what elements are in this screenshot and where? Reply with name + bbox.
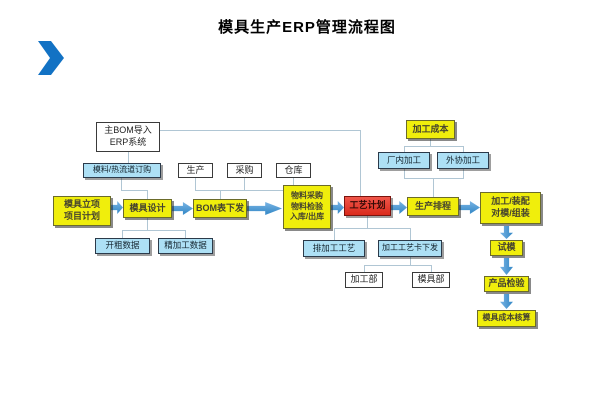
connector-line <box>293 178 294 190</box>
arrow-down-icon <box>500 226 513 239</box>
connector-line <box>121 190 148 191</box>
connector-line <box>244 178 245 190</box>
connector-line <box>364 265 365 272</box>
connector-line <box>463 169 464 179</box>
node-label-line: 开粗数据 <box>105 240 140 251</box>
node-label-line: 厂内加工 <box>386 154 421 165</box>
chevron-right-icon <box>38 41 64 75</box>
connector-line <box>430 139 431 147</box>
connector-line <box>463 146 464 152</box>
arrow-right-icon <box>391 201 407 214</box>
arrow-right-icon <box>111 201 123 214</box>
node-label-line: 加工成本 <box>412 123 449 134</box>
node-label-line: ERP系统 <box>109 137 147 147</box>
node-label-line: 对模/组装 <box>491 208 530 218</box>
connector-line <box>431 265 432 272</box>
connector-line <box>410 228 411 240</box>
node-warehouse: 仓库 <box>276 163 311 178</box>
node-inhouse-processing: 厂内加工 <box>378 152 430 169</box>
node-label-line: 试模 <box>497 242 516 253</box>
node-label-line: 生产排程 <box>414 200 451 211</box>
node-material-flow: 物料采购 物料检验 入库/出库 <box>283 185 331 229</box>
connector-line <box>410 257 411 265</box>
node-purchase: 采购 <box>227 163 262 178</box>
node-bom-import: 主BOM导入 ERP系统 <box>96 122 160 152</box>
node-label-line: 加工工艺卡下发 <box>382 243 438 253</box>
node-label-line: 加工部 <box>350 274 378 285</box>
node-production: 生产 <box>178 163 213 178</box>
arrow-right-icon <box>247 202 282 215</box>
node-label-line: 入库/出库 <box>289 212 325 222</box>
arrow-right-icon <box>331 201 344 214</box>
node-label-line: 精加工数据 <box>164 240 207 251</box>
connector-line <box>334 228 335 240</box>
arrow-down-icon <box>500 294 513 309</box>
node-label-line: 加工/装配 <box>491 196 530 207</box>
arrow-right-icon <box>172 202 193 215</box>
connector-line <box>195 190 293 191</box>
node-label-line: 主BOM导入 <box>104 125 152 136</box>
node-label-line: 生产 <box>186 164 205 175</box>
node-project-init: 模具立项 项目计划 <box>53 196 111 226</box>
connector-line <box>185 230 186 238</box>
connector-line <box>404 169 405 179</box>
node-process-card: 加工工艺卡下发 <box>378 240 442 257</box>
node-label-line: 排加工工艺 <box>312 242 356 253</box>
connector-line <box>160 130 360 131</box>
node-bom-issue: BOM表下发 <box>193 199 247 218</box>
connector-line <box>220 190 221 199</box>
node-label-line: 仓库 <box>284 164 303 175</box>
node-machining-process: 排加工工艺 <box>303 240 365 257</box>
node-finish-data: 精加工数据 <box>158 238 213 254</box>
node-label-line: 项目计划 <box>63 211 100 221</box>
connector-line <box>121 178 122 190</box>
page-title: 模具生产ERP管理流程图 <box>218 19 396 36</box>
node-label-line: 工艺计划 <box>349 200 386 211</box>
connector-line <box>433 178 434 197</box>
connector-line <box>364 265 431 266</box>
connector-line <box>195 178 196 190</box>
connector-line <box>122 230 123 238</box>
node-process-plan: 工艺计划 <box>344 196 391 216</box>
connector-line <box>367 216 368 228</box>
node-label-line: BOM表下发 <box>196 202 244 213</box>
node-label-line: 模具部 <box>417 274 445 285</box>
connector-line <box>404 178 464 179</box>
connector-line <box>334 228 411 229</box>
node-label-line: 外协加工 <box>445 154 480 165</box>
node-label-line: 产品检验 <box>488 278 525 289</box>
node-label-line: 模具成本核算 <box>482 313 531 323</box>
node-label-line: 模料/热流道订购 <box>92 165 152 175</box>
node-processing-cost: 加工成本 <box>406 120 455 139</box>
node-cost-account: 模具成本核算 <box>477 310 536 327</box>
node-machining-dept: 加工部 <box>345 272 383 288</box>
node-mold-design: 模具设计 <box>123 199 172 218</box>
node-label-line: 物料采购 <box>291 191 323 201</box>
connector-line <box>122 230 186 231</box>
node-assembly: 加工/装配 对模/组装 <box>480 192 541 224</box>
node-prod-schedule: 生产排程 <box>407 197 459 216</box>
connector-line <box>360 130 361 196</box>
arrow-right-icon <box>459 201 480 214</box>
node-mold-trial: 试模 <box>490 240 523 256</box>
node-mold-dept: 模具部 <box>412 272 450 288</box>
node-label-line: 模具立项 <box>63 199 100 210</box>
connector-line <box>128 152 129 163</box>
node-label-line: 模具设计 <box>129 202 166 213</box>
connector-line <box>147 218 148 230</box>
node-rough-data: 开粗数据 <box>95 238 150 254</box>
connector-line <box>404 146 464 147</box>
node-material-order: 模料/热流道订购 <box>83 163 161 178</box>
connector-line <box>147 190 148 199</box>
node-product-inspect: 产品检验 <box>484 276 529 292</box>
node-label-line: 采购 <box>235 164 254 175</box>
arrow-down-icon <box>500 258 513 275</box>
connector-line <box>404 146 405 152</box>
node-outsource-processing: 外协加工 <box>437 152 489 169</box>
node-label-line: 物料检验 <box>291 201 323 211</box>
